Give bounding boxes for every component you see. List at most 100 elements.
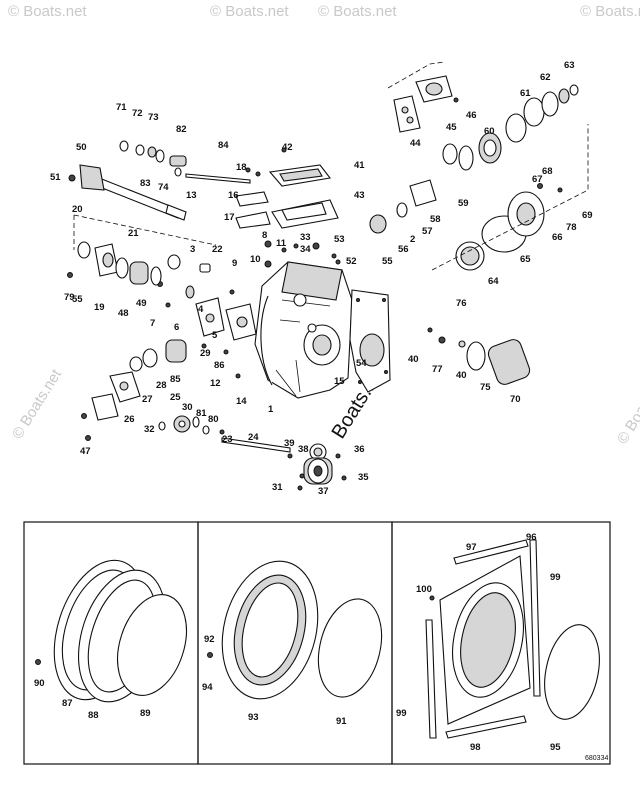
clutch-assembly [287,443,347,491]
callout-label: 81 [196,408,207,419]
callout-label: 72 [132,108,143,119]
callout-label: 14 [236,396,247,407]
transmission-housing [254,261,353,399]
callout-label: 10 [250,254,261,265]
callout-label: 97 [466,542,477,553]
callout-label: 75 [480,382,491,393]
callout-label: 59 [458,198,469,209]
callout-label: 83 [140,178,151,189]
callout-label: 62 [540,72,551,83]
callout-label: 42 [282,142,293,153]
callout-label: 37 [318,486,329,497]
callout-label: 5 [212,330,218,341]
watermark: © Boats.net [318,3,397,20]
callout-label: 23 [222,434,233,445]
group-outline-left [73,214,217,250]
strip-99-bottom [445,715,527,739]
callout-label: 3 [190,244,195,255]
callout-label: 39 [284,438,295,449]
callout-label: 61 [520,88,531,99]
callout-label: 21 [128,228,139,239]
callout-label: 56 [398,244,409,255]
callout-label: 45 [446,122,457,133]
callout-label: 25 [170,392,181,403]
callout-label: 20 [72,204,83,215]
callout-label: 40 [456,370,467,381]
watermark: © Boats.net [8,3,87,20]
callout-label: 88 [88,710,99,721]
strip-100-right [529,539,541,697]
linkage-plates [195,289,257,341]
callout-label: 9 [232,258,237,269]
seal-97 [544,624,600,720]
callout-label: 26 [124,414,135,425]
callout-label: 93 [248,712,259,723]
callout-label: 47 [80,446,91,457]
strip-99-top [453,539,529,565]
callout-label: 99 [396,708,407,719]
callout-label: 78 [566,222,577,233]
watermark: © Boats.net [9,366,66,442]
callout-label: 51 [50,172,61,183]
callout-label: 2 [410,234,415,245]
callout-label: 8 [262,230,267,241]
callout-label: 85 [170,374,181,385]
callout-label: 12 [210,378,221,389]
callout-label: 63 [564,60,575,71]
callout-label: 99 [550,572,561,583]
callout-label: 60 [484,126,495,137]
strip-100-left [425,619,437,739]
watermark: © Boats.net [580,3,640,20]
right-lower-parts [427,183,563,385]
callout-label: 55 [382,256,393,267]
callout-label: 11 [276,238,287,249]
callout-label: 52 [346,256,357,267]
callout-label: 86 [214,360,225,371]
callout-label: 19 [94,302,105,313]
callout-label: 6 [174,322,179,333]
gear-set-lower [158,415,225,435]
callout-label: 36 [354,444,365,455]
callout-label: 7 [150,318,155,329]
callout-label: 4 [198,304,204,315]
callout-label: 66 [552,232,563,243]
rod-86 [185,173,251,184]
callout-label: 53 [334,234,345,245]
callout-label: 100 [0,0,16,3]
callout-label: 55 [72,294,83,305]
callout-label: 69 [582,210,593,221]
callout-label: 28 [156,380,167,391]
callout-label: 46 [466,110,477,121]
callout-label: 74 [158,182,169,193]
callout-label: 1 [268,404,274,415]
callout-label: 77 [432,364,443,375]
panel-3 [391,521,611,765]
callout-label: 27 [142,394,153,405]
callout-label: 82 [176,124,187,135]
callout-label: 18 [236,162,247,173]
callout-label: 40 [408,354,419,365]
callout-label: 22 [212,244,223,255]
callout-label: 65 [520,254,531,265]
small-bolts [201,240,341,379]
callout-label: 32 [144,424,155,435]
callout-label: 91 [336,716,347,727]
callout-label: 30 [182,402,193,413]
callout-label: 33 [300,232,311,243]
callout-label: 24 [248,432,259,443]
group-outline-right [431,124,589,271]
right-upper-parts [369,75,579,234]
callout-label: 94 [202,682,213,693]
callout-label: 15 [334,376,345,387]
callout-label: 98 [470,742,481,753]
shaft-24 [221,437,291,453]
callout-label: 84 [218,140,229,151]
callout-label: 13 [186,190,197,201]
callout-label: 95 [550,742,561,753]
callout-label: 76 [456,298,467,309]
callout-label: 89 [140,708,151,719]
callout-label: 68 [542,166,553,177]
callout-label: 90 [34,678,45,689]
